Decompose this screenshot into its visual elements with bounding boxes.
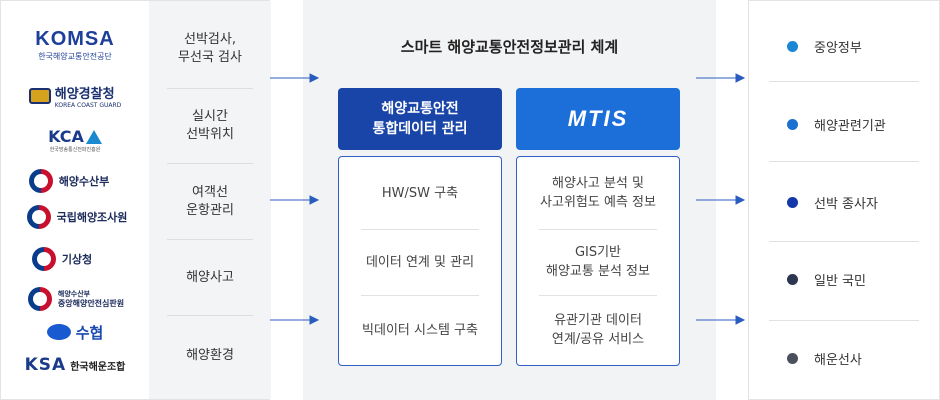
- stakeholder-item: 중앙정부: [749, 6, 939, 86]
- government-emblem-icon: [28, 169, 53, 193]
- box-divider: [539, 295, 657, 296]
- arrow-icon: [696, 195, 746, 205]
- kca-logo-sub: 한국방송통신전파진흥원: [49, 147, 101, 153]
- kmst-logo-sub: 중앙해양안전심판원: [57, 299, 125, 308]
- system-panel: 스마트 해양교통안전정보관리 체계 해양교통안전 통합데이터 관리 MTIS H…: [303, 0, 716, 400]
- komsa-logo-sub: 한국해양교통안전공단: [38, 52, 112, 61]
- bullet-dot-icon: [787, 196, 798, 208]
- box-divider: [539, 229, 657, 230]
- mtis-box: 해양사고 분석 및 사고위험도 예측 정보 GIS기반 해양교통 분석 정보 유…: [516, 156, 680, 366]
- kmst-logo-text: 해양수산부: [57, 290, 91, 298]
- source-panel: KOMSA 한국해양교통안전공단 해양경찰청 KOREA COAST GUARD…: [0, 0, 271, 400]
- box-divider: [361, 295, 479, 296]
- stakeholder-label: 선박 종사자: [814, 196, 878, 212]
- stakeholder-label: 해양관련기관: [814, 118, 886, 134]
- stakeholder-divider: [769, 241, 919, 242]
- bullet-dot-icon: [787, 273, 798, 285]
- integrated-data-item: 데이터 연계 및 관리: [365, 254, 475, 270]
- ksa-logo: KSA 한국해운조합: [1, 351, 149, 379]
- stakeholder-item: 해양관련기관: [749, 84, 939, 164]
- stakeholder-label: 중앙정부: [814, 40, 862, 56]
- government-emblem-icon: [27, 287, 52, 311]
- mof-logo-text: 해양수산부: [58, 175, 110, 188]
- komsa-logo-text: KOMSA: [35, 28, 115, 50]
- arrow-icon: [696, 315, 746, 325]
- coast-guard-emblem: [28, 88, 51, 104]
- coast-guard-logo-sub: KOREA COAST GUARD: [54, 102, 122, 109]
- category-item: 실시간 선박위치: [186, 109, 234, 142]
- category-divider: [167, 315, 253, 316]
- suhyup-logo-text: 수협: [75, 323, 104, 342]
- ksa-logo-text: KSA: [24, 355, 67, 375]
- mtis-item: 해양사고 분석 및 사고위험도 예측 정보: [540, 176, 656, 210]
- stakeholder-panel: 중앙정부 해양관련기관 선박 종사자 일반 국민 해운선사: [748, 0, 940, 400]
- integrated-data-box: HW/SW 구축 데이터 연계 및 관리 빅데이터 시스템 구축: [338, 156, 502, 366]
- mtis-header: MTIS: [516, 88, 680, 150]
- category-column: 선박검사, 무선국 검사 실시간 선박위치 여객선 운항관리 해양사고 해양환경: [149, 1, 271, 399]
- government-emblem-icon: [31, 247, 56, 271]
- government-emblem-icon: [26, 205, 51, 229]
- stakeholder-label: 일반 국민: [814, 273, 866, 289]
- bullet-dot-icon: [787, 352, 798, 364]
- kma-logo-text: 기상청: [61, 253, 93, 266]
- stakeholder-divider: [769, 81, 919, 82]
- stakeholder-label: 해운선사: [814, 352, 862, 368]
- category-item: 해양사고: [186, 269, 234, 285]
- box-divider: [361, 229, 479, 230]
- system-title: 스마트 해양교통안전정보관리 체계: [400, 38, 619, 56]
- category-item: 선박검사, 무선국 검사: [178, 32, 242, 65]
- khoa-logo-text: 국립해양조사원: [56, 211, 128, 224]
- category-divider: [167, 88, 253, 89]
- kca-logo: KCA 한국방송통신전파진흥원: [1, 123, 149, 157]
- integrated-data-item: 빅데이터 시스템 구축: [362, 322, 478, 338]
- category-divider: [167, 239, 253, 240]
- khoa-logo: 국립해양조사원: [1, 203, 149, 231]
- stakeholder-divider: [769, 161, 919, 162]
- ksa-logo-sub: 한국해운조합: [70, 361, 126, 373]
- logo-column: KOMSA 한국해양교통안전공단 해양경찰청 KOREA COAST GUARD…: [1, 1, 149, 399]
- bullet-dot-icon: [787, 118, 798, 130]
- mof-logo: 해양수산부: [1, 167, 149, 195]
- bullet-dot-icon: [787, 40, 798, 52]
- stakeholder-item: 일반 국민: [749, 239, 939, 319]
- suhyup-emblem-icon: [46, 324, 71, 340]
- komsa-logo: KOMSA 한국해양교통안전공단: [1, 25, 149, 65]
- arrow-icon: [696, 73, 746, 83]
- arrow-icon: [270, 195, 320, 205]
- integrated-data-header: 해양교통안전 통합데이터 관리: [338, 88, 502, 150]
- stakeholder-item: 선박 종사자: [749, 162, 939, 242]
- kca-mark-icon: [85, 129, 102, 144]
- category-item: 해양환경: [186, 348, 234, 363]
- kca-logo-text: KCA: [48, 127, 84, 146]
- kma-logo: 기상청: [1, 245, 149, 273]
- arrow-icon: [270, 73, 320, 83]
- coast-guard-logo: 해양경찰청 KOREA COAST GUARD: [1, 81, 149, 111]
- stakeholder-item: 해운선사: [749, 318, 939, 398]
- category-item: 여객선 운항관리: [186, 184, 234, 218]
- suhyup-logo: 수협: [1, 319, 149, 345]
- mtis-item: 유관기관 데이터 연계/공유 서비스: [551, 313, 645, 347]
- integrated-data-item: HW/SW 구축: [381, 185, 459, 201]
- kmst-logo: 해양수산부 중앙해양안전심판원: [1, 285, 149, 313]
- stakeholder-divider: [769, 320, 919, 321]
- category-divider: [167, 163, 253, 164]
- coast-guard-logo-text: 해양경찰청: [54, 87, 115, 102]
- arrow-icon: [270, 315, 320, 325]
- mtis-item: GIS기반 해양교통 분석 정보: [546, 245, 650, 279]
